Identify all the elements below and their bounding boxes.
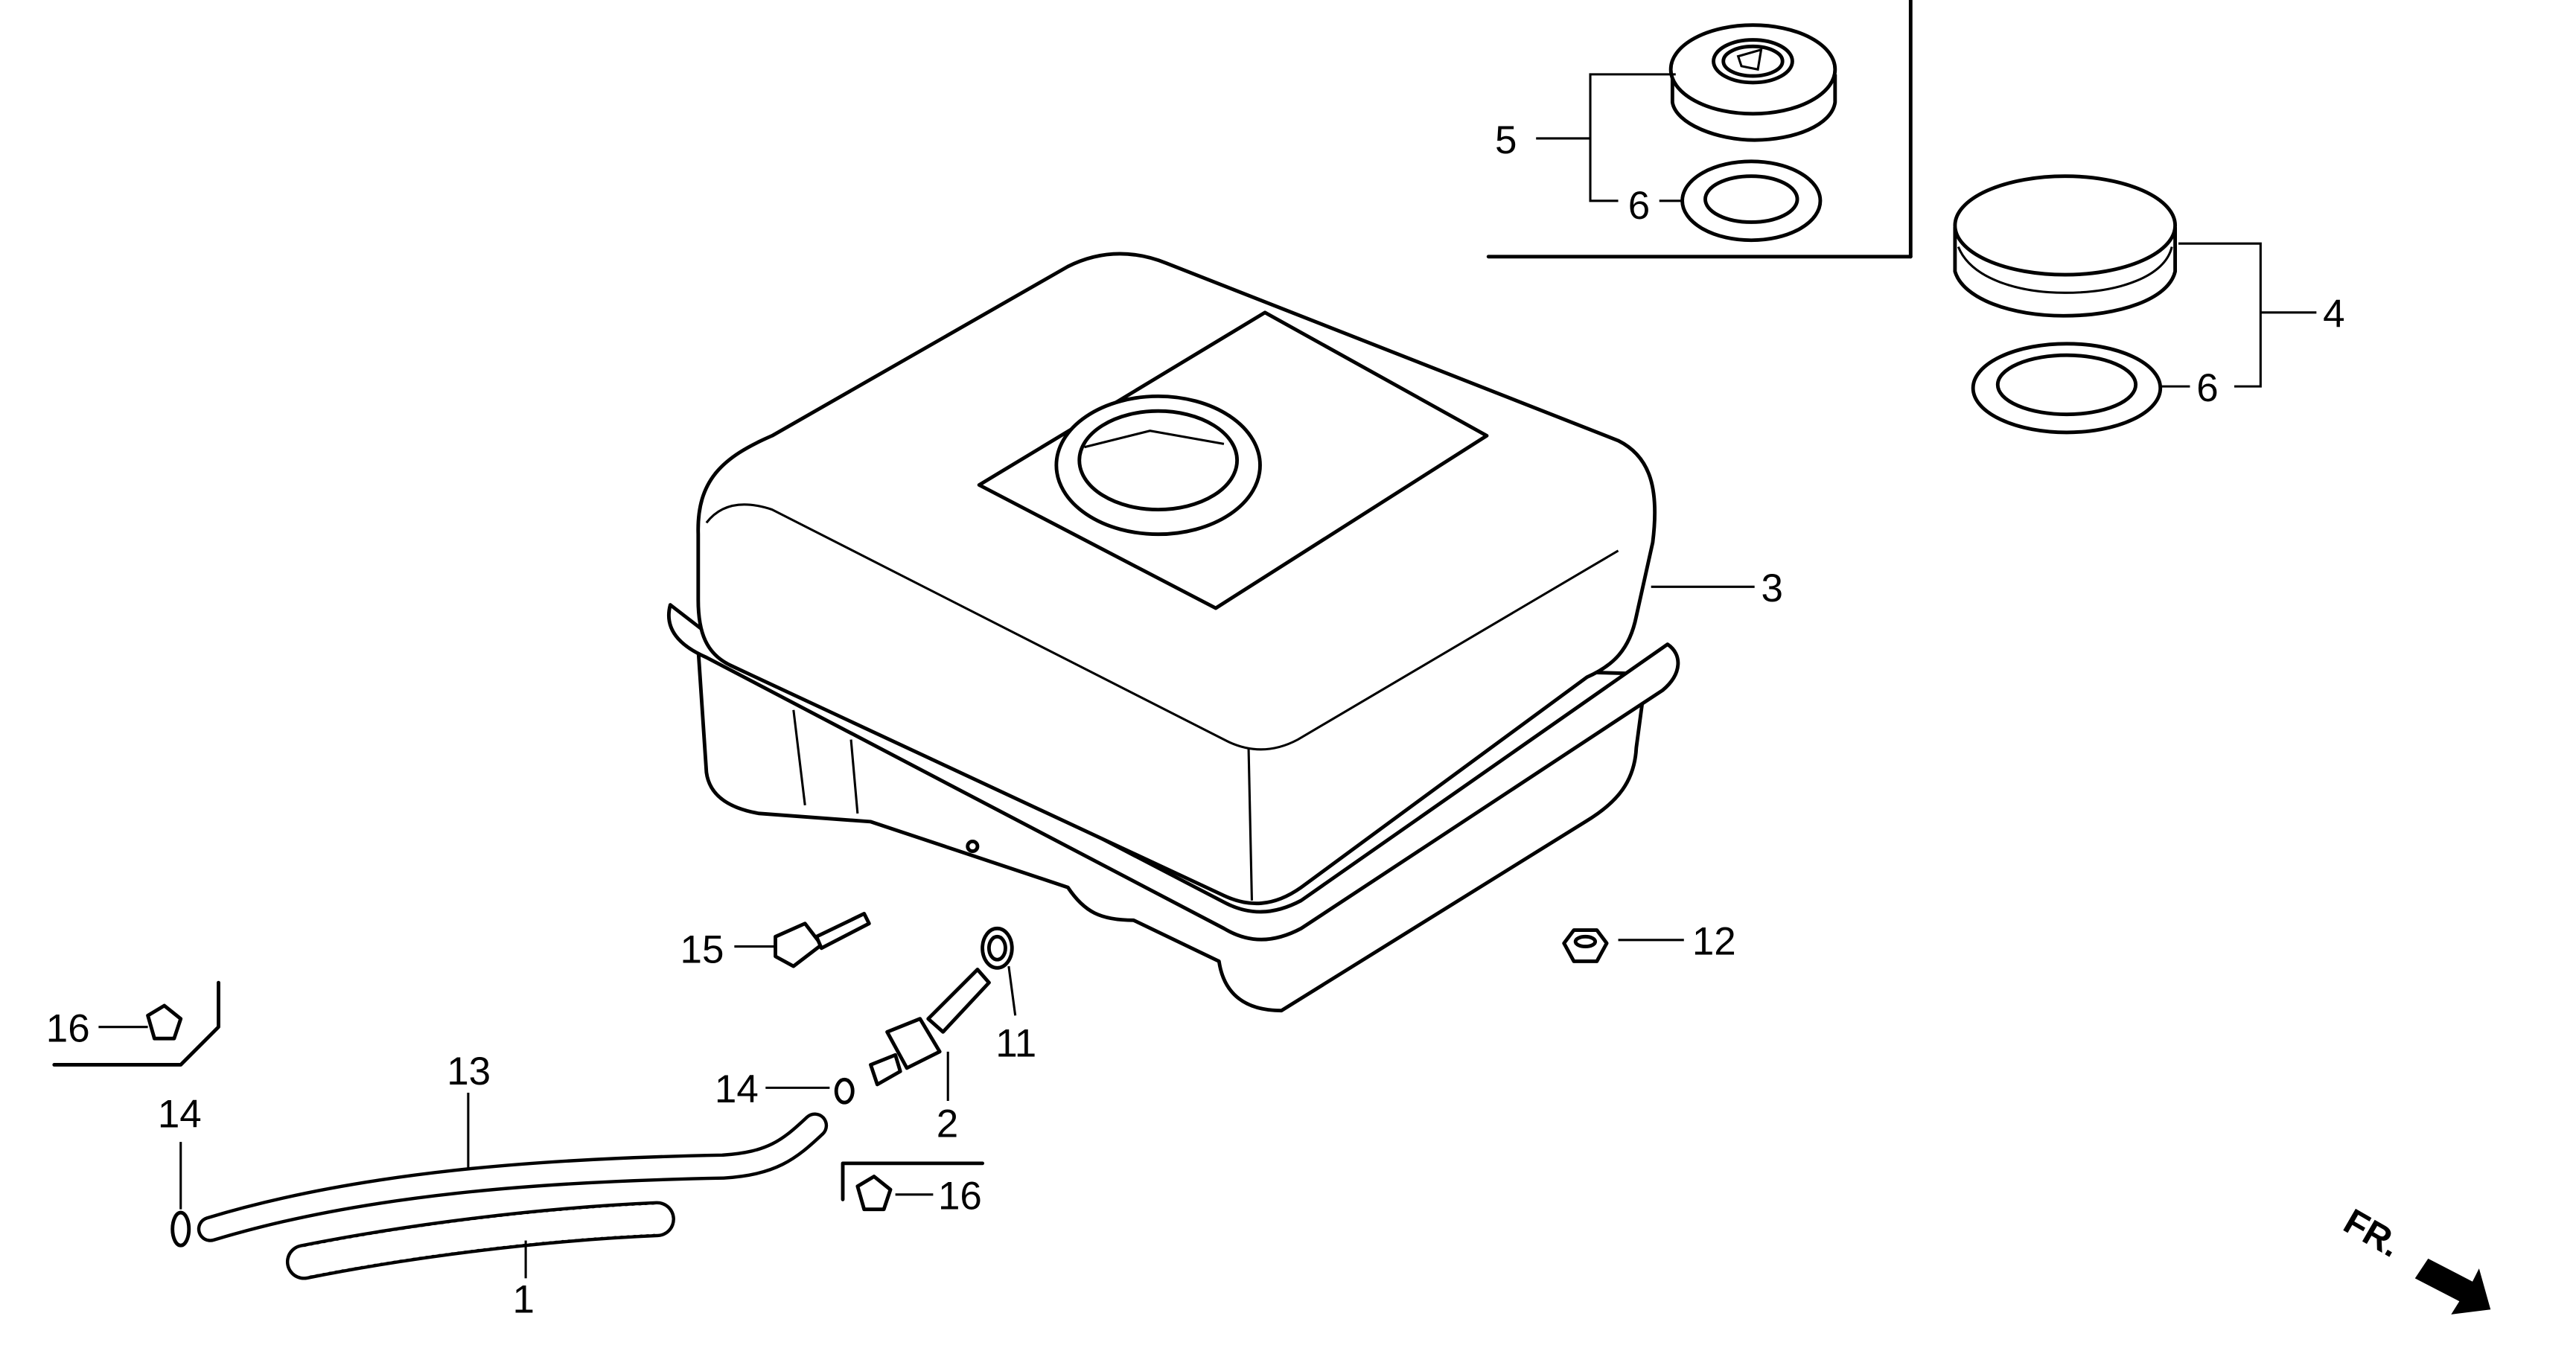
fuel-cap-5 <box>1668 23 1837 142</box>
front-arrow-icon <box>2414 1258 2491 1315</box>
gasket-6-top <box>1680 159 1823 243</box>
fuel-tube-1 <box>285 1201 675 1280</box>
alternate-cap-frame <box>1486 0 1913 259</box>
callout-13: 13 <box>447 1050 491 1093</box>
front-direction-indicator: FR. <box>2337 1201 2491 1315</box>
fuel-cap-4 <box>1953 174 2178 318</box>
front-label: FR. <box>2337 1201 2408 1265</box>
callout-3: 3 <box>1762 566 1783 610</box>
callout-5: 5 <box>1495 118 1517 162</box>
fuel-tank-3 <box>667 252 1680 1013</box>
gasket-6-right <box>1971 342 2163 435</box>
callout-16-left: 16 <box>46 1007 90 1051</box>
washer-11 <box>981 926 1014 970</box>
callout-6: 6 <box>2196 366 2218 410</box>
callout-bracket-5-6 <box>1536 73 1683 202</box>
callout-16-bottom: 16 <box>938 1175 982 1219</box>
callout-15: 15 <box>680 928 724 972</box>
fuel-tube-13 <box>197 1112 829 1242</box>
fuel-valve-2 <box>869 968 991 1087</box>
leader-11 <box>1007 965 1017 1016</box>
drain-bolt-15 <box>774 912 871 968</box>
nut-12 <box>1562 928 1609 963</box>
callout-12: 12 <box>1692 920 1736 964</box>
clip-14-left <box>170 1210 191 1248</box>
callout-bracket-4-6 <box>2161 242 2317 388</box>
callout-14-left: 14 <box>158 1092 202 1136</box>
callout-4: 4 <box>2323 293 2344 336</box>
callout-14: 14 <box>715 1067 759 1111</box>
clamp-16-left <box>52 980 220 1067</box>
clip-14 <box>834 1077 855 1105</box>
callout-1: 1 <box>512 1278 534 1322</box>
clamp-16-bottom <box>841 1161 984 1212</box>
callout-11: 11 <box>995 1021 1036 1065</box>
callout-6: 6 <box>1628 184 1650 228</box>
callout-2: 2 <box>937 1102 958 1146</box>
